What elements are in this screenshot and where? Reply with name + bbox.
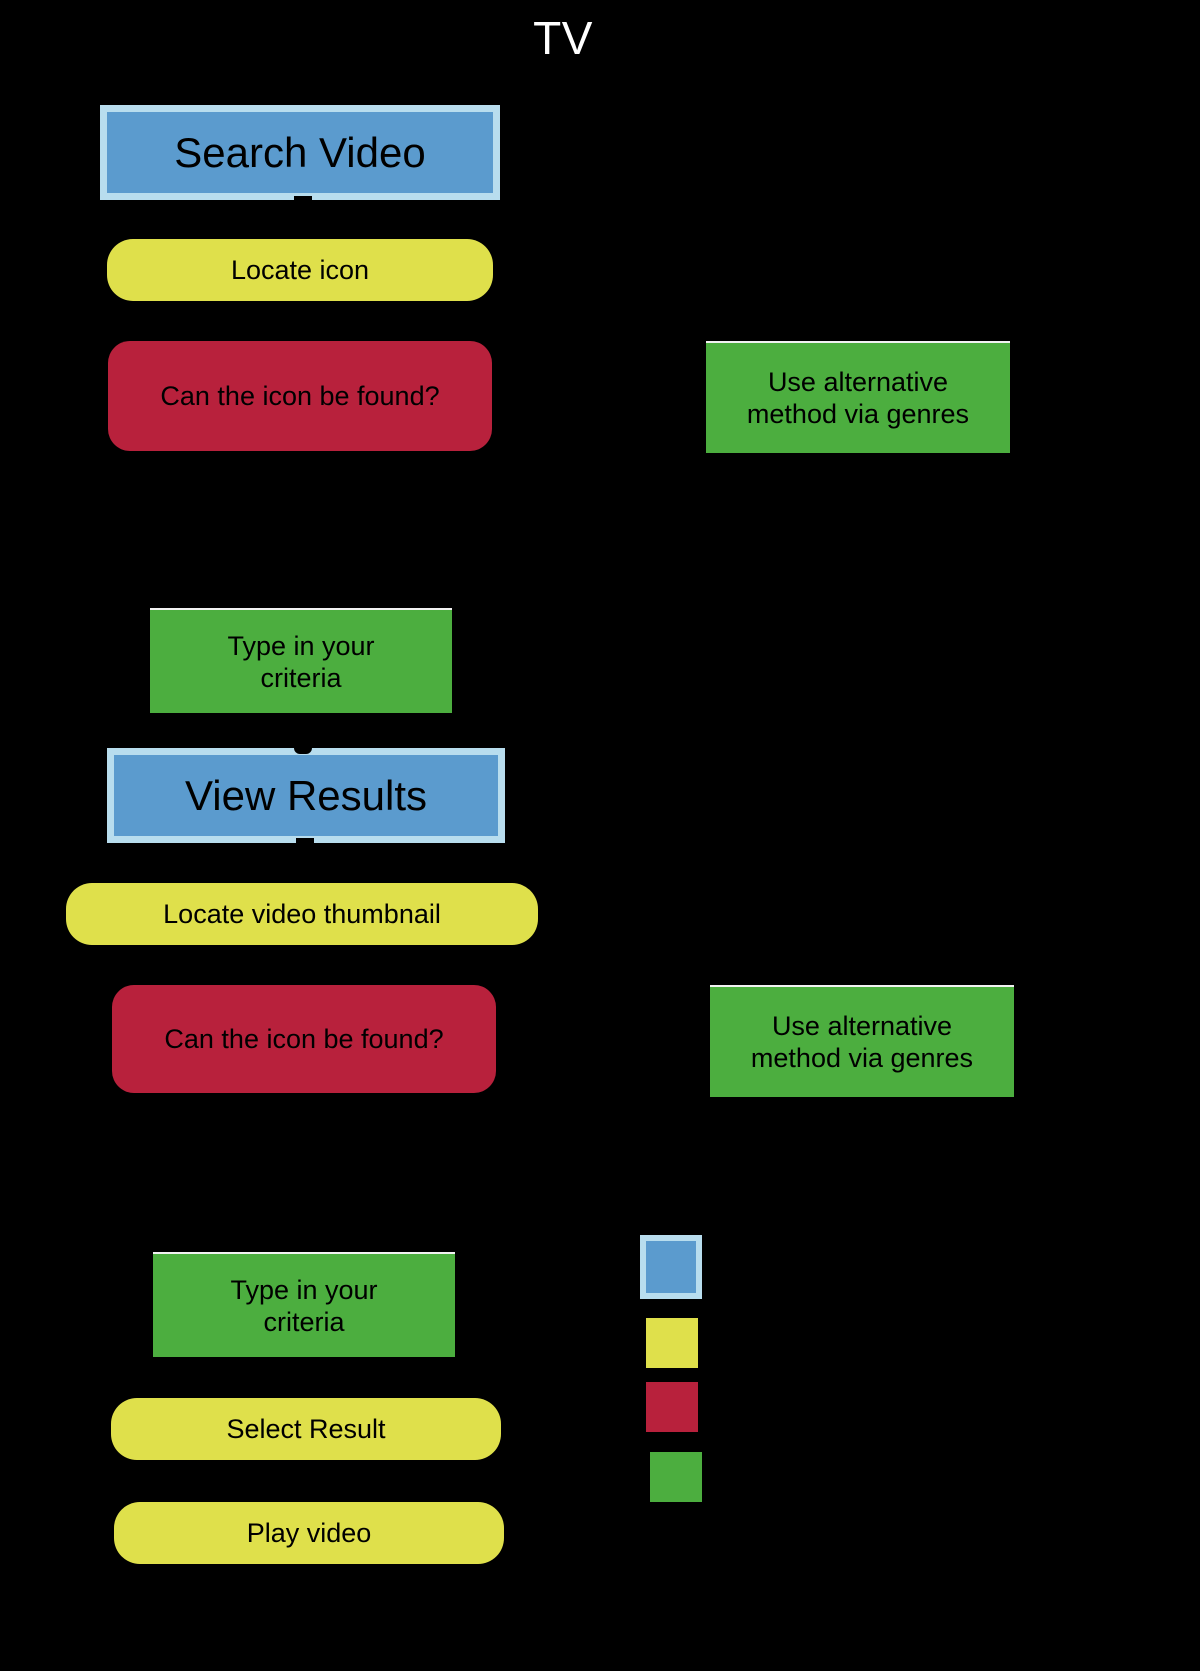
node-use-alt-genres-2[interactable]: Use alternative method via genres <box>710 985 1014 1097</box>
node-use-alt-genres-1[interactable]: Use alternative method via genres <box>706 341 1010 453</box>
node-locate-icon[interactable]: Locate icon <box>107 239 493 301</box>
node-type-criteria-2[interactable]: Type in your criteria <box>153 1252 455 1357</box>
node-can-icon-found-2[interactable]: Can the icon be found? <box>112 985 496 1093</box>
node-search-video[interactable]: Search Video <box>100 105 500 200</box>
connector-criteria-to-view <box>294 742 312 754</box>
node-locate-thumbnail[interactable]: Locate video thumbnail <box>66 883 538 945</box>
node-type-criteria-1[interactable]: Type in your criteria <box>150 608 452 713</box>
connector-view-to-thumb <box>296 838 314 850</box>
page-title: TV <box>533 12 593 64</box>
node-can-icon-found-1[interactable]: Can the icon be found? <box>108 341 492 451</box>
node-view-results[interactable]: View Results <box>107 748 505 843</box>
connector-search-to-locate <box>294 196 312 208</box>
legend-screen-swatch <box>640 1235 702 1299</box>
node-play-video[interactable]: Play video <box>114 1502 504 1564</box>
legend-outcome-swatch <box>650 1452 702 1502</box>
legend-action-swatch <box>646 1318 698 1368</box>
legend-decision-swatch <box>646 1382 698 1432</box>
node-select-result[interactable]: Select Result <box>111 1398 501 1460</box>
